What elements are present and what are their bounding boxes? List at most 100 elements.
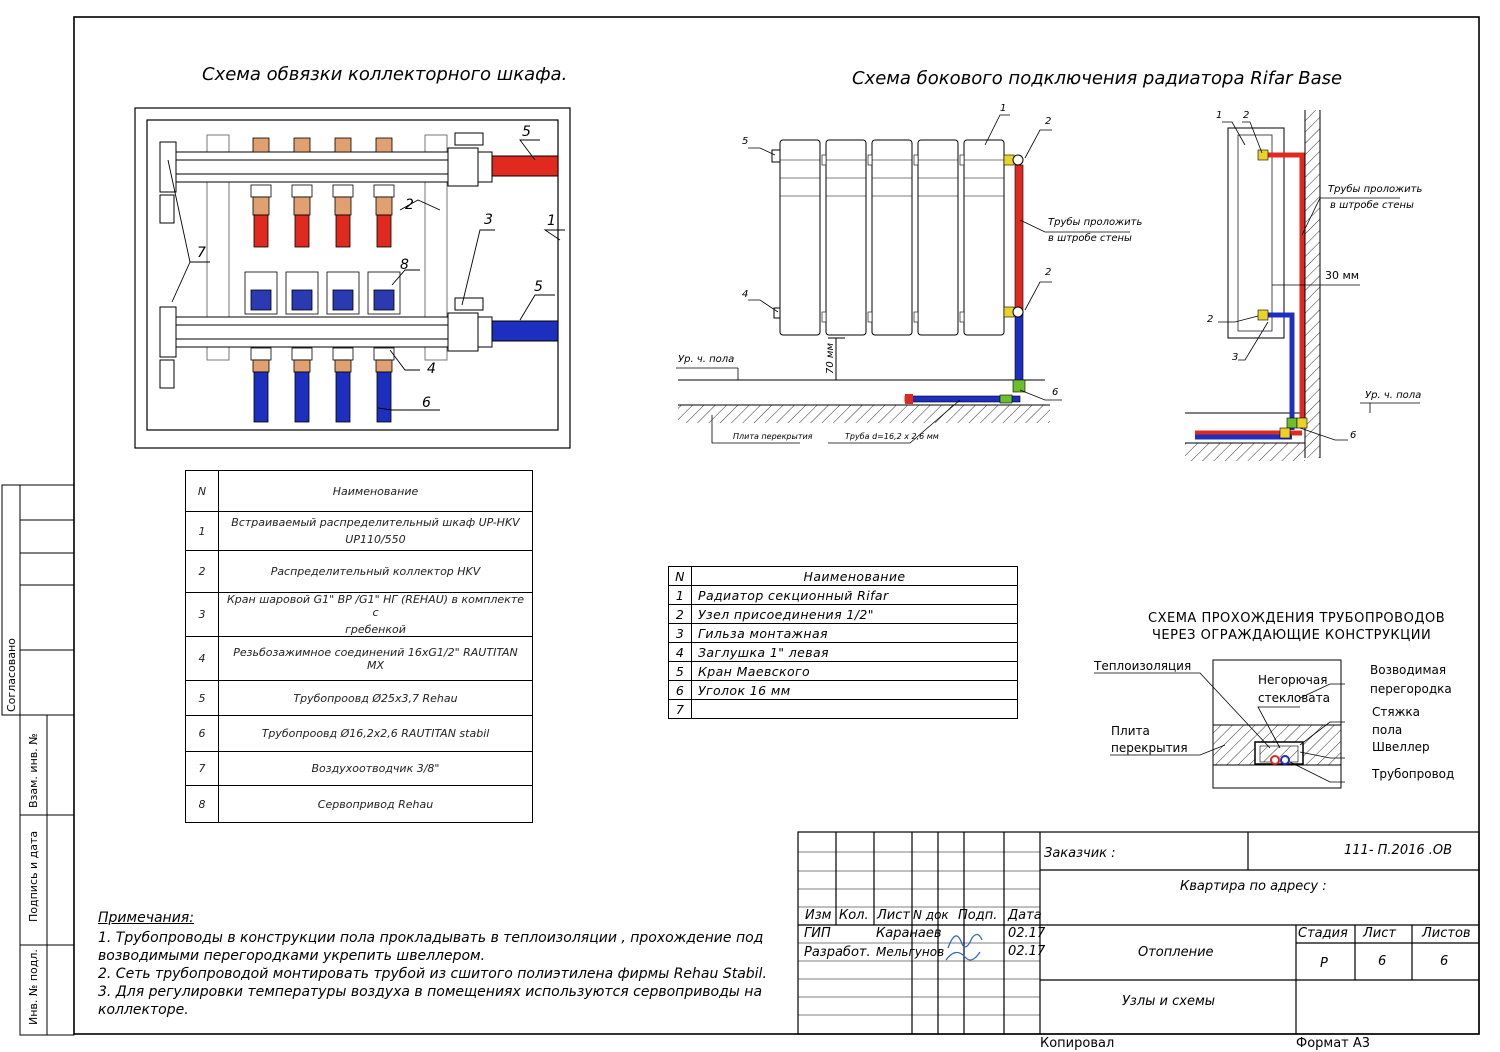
front-callout-2a: 2 bbox=[1045, 116, 1052, 127]
side-callout-3: 3 bbox=[1232, 352, 1239, 363]
stamp-sign-date: Подпись и дата bbox=[27, 830, 40, 922]
spec2-cell-name: Узел присоединения 1/2" bbox=[691, 604, 1018, 624]
manifold-diagram bbox=[134, 107, 571, 449]
spec1-cell-n: 2 bbox=[185, 550, 219, 593]
radiator-front-diagram bbox=[678, 139, 1050, 423]
passage-channel: Швеллер bbox=[1372, 740, 1430, 754]
manifold-callout-1: 1 bbox=[547, 213, 556, 229]
spec1-cell-line: Воздухоотводчик 3/8" bbox=[311, 762, 440, 775]
tb-stage-header: Стадия bbox=[1298, 926, 1348, 941]
front-floor-level: Ур. ч. пола bbox=[678, 354, 735, 365]
spec1-cell-line: Резьбозажимное соединений 16xG1/2" RAUTI… bbox=[233, 645, 518, 672]
spec1-cell-n: 8 bbox=[185, 785, 219, 823]
return-branch-pipe bbox=[376, 371, 392, 423]
tb-sheets-header: Листов bbox=[1422, 926, 1471, 941]
spec1-cell-line: Трубопроовд Ø16,2x2,6 RAUTITAN stabil bbox=[261, 727, 490, 740]
tb-role-1: ГИП bbox=[804, 926, 831, 941]
tb-date-1: 02.17 bbox=[1008, 926, 1046, 941]
spec1-cell-n: 7 bbox=[185, 751, 219, 786]
supply-outlet-union bbox=[291, 184, 313, 198]
front-callout-5: 5 bbox=[742, 136, 749, 147]
stamp-replace-inv: Взам. инв. № bbox=[27, 733, 40, 808]
spec1-cell-name: Трубопроовд Ø25x3,7 Rehau bbox=[218, 680, 533, 716]
radiator-front-leaders bbox=[676, 114, 1130, 444]
side-wall-note-1: Трубы проложить bbox=[1328, 184, 1423, 195]
supply-branch-pipe bbox=[376, 214, 392, 248]
front-callout-4: 4 bbox=[742, 289, 749, 300]
tb-name-2: Мельгунов bbox=[876, 945, 945, 959]
spec1-cell-name: Трубопроовд Ø16,2x2,6 RAUTITAN stabil bbox=[218, 715, 533, 752]
supply-branch-pipe bbox=[335, 214, 351, 248]
radiator-section bbox=[779, 139, 821, 336]
front-callout-1: 1 bbox=[1000, 103, 1007, 114]
tb-customer: Заказчик : bbox=[1044, 846, 1116, 861]
passage-leaders bbox=[1094, 672, 1345, 783]
passage-mineral-2: стекловата bbox=[1258, 691, 1330, 705]
manifold-callout-7: 7 bbox=[197, 245, 206, 261]
front-pipe-label: Труба d=16,2 х 2,6 мм bbox=[845, 432, 939, 441]
tb-col-list: Лист bbox=[877, 908, 910, 923]
front-return-riser bbox=[1014, 314, 1024, 386]
spec2-header-name: Наименование bbox=[691, 566, 1018, 586]
notes-line-1: 1. Трубопроводы в конструкции пола прокл… bbox=[98, 930, 764, 946]
notes-line-4: 3. Для регулировки температуры воздуха в… bbox=[98, 984, 763, 1000]
spec2-cell-n: 4 bbox=[668, 642, 692, 662]
tb-sheets: 6 bbox=[1440, 954, 1449, 969]
manifold-callout-5b: 5 bbox=[534, 279, 543, 295]
supply-outlet-union bbox=[332, 184, 354, 198]
spec1-cell-name: Сервопривод Rehau bbox=[218, 785, 533, 823]
spec1-cell-n: 4 bbox=[185, 636, 219, 681]
side-callout-2b: 2 bbox=[1207, 314, 1214, 325]
title-block-grid bbox=[797, 831, 1480, 1035]
tb-sheet-header: Лист bbox=[1363, 926, 1396, 941]
stamp-inv-orig: Инв. № подл. bbox=[27, 949, 40, 1025]
tb-name-1: Каранаев bbox=[876, 926, 942, 941]
tb-address: Квартира по адресу : bbox=[1180, 879, 1327, 894]
tb-code: 111- П.2016 .ОВ bbox=[1344, 843, 1453, 858]
manifold-callout-2: 2 bbox=[405, 197, 414, 213]
tb-col-data: Дата bbox=[1008, 908, 1042, 923]
spec2-cell-name: Гильза монтажная bbox=[691, 623, 1018, 643]
supply-outlet-valve bbox=[252, 137, 270, 153]
tb-subject: Узлы и схемы bbox=[1122, 994, 1216, 1009]
spec2-row: 7 bbox=[668, 699, 1018, 719]
tb-col-izm: Изм bbox=[805, 908, 832, 923]
tb-col-ndok: N док bbox=[913, 908, 949, 922]
notes-line-3: 2. Сеть трубопроводой монтировать трубой… bbox=[98, 966, 767, 982]
radiator-title: Схема бокового подключения радиатора Rif… bbox=[852, 68, 1343, 89]
notes-title: Примечания: bbox=[98, 910, 194, 926]
side-dim-30: 30 мм bbox=[1325, 269, 1360, 282]
spec1-cell-line: гребенкой bbox=[345, 623, 406, 636]
spec2-cell-n: 7 bbox=[668, 699, 692, 719]
passage-diagram bbox=[1212, 659, 1342, 789]
spec2-cell-name: Радиатор секционный Rifar bbox=[691, 585, 1018, 605]
return-outlet-union bbox=[291, 347, 313, 361]
tb-sheet: 6 bbox=[1378, 954, 1387, 969]
tb-col-kol: Кол. bbox=[839, 908, 869, 923]
front-dim-70: 70 мм bbox=[825, 343, 836, 374]
notes-line-2: возводимыми перегородками укрепить швелл… bbox=[98, 948, 486, 964]
supply-outlet-valve bbox=[293, 137, 311, 153]
spec1-cell-n: 1 bbox=[185, 511, 219, 551]
front-supply-riser bbox=[1014, 164, 1024, 316]
tb-section: Отопление bbox=[1138, 945, 1214, 960]
supply-outlet-valve bbox=[375, 137, 393, 153]
return-outlet-union bbox=[373, 347, 395, 361]
side-callout-1: 1 bbox=[1216, 110, 1223, 121]
spec2-cell-n: 1 bbox=[668, 585, 692, 605]
passage-floor: пола bbox=[1372, 723, 1403, 737]
spec1-cell-line: Трубопроовд Ø25x3,7 Rehau bbox=[293, 691, 458, 705]
ball-valve-top bbox=[447, 147, 479, 187]
supply-outlet-valve bbox=[334, 137, 352, 153]
supply-branch-pipe bbox=[253, 214, 269, 248]
spec2-cell-n: 6 bbox=[668, 680, 692, 700]
